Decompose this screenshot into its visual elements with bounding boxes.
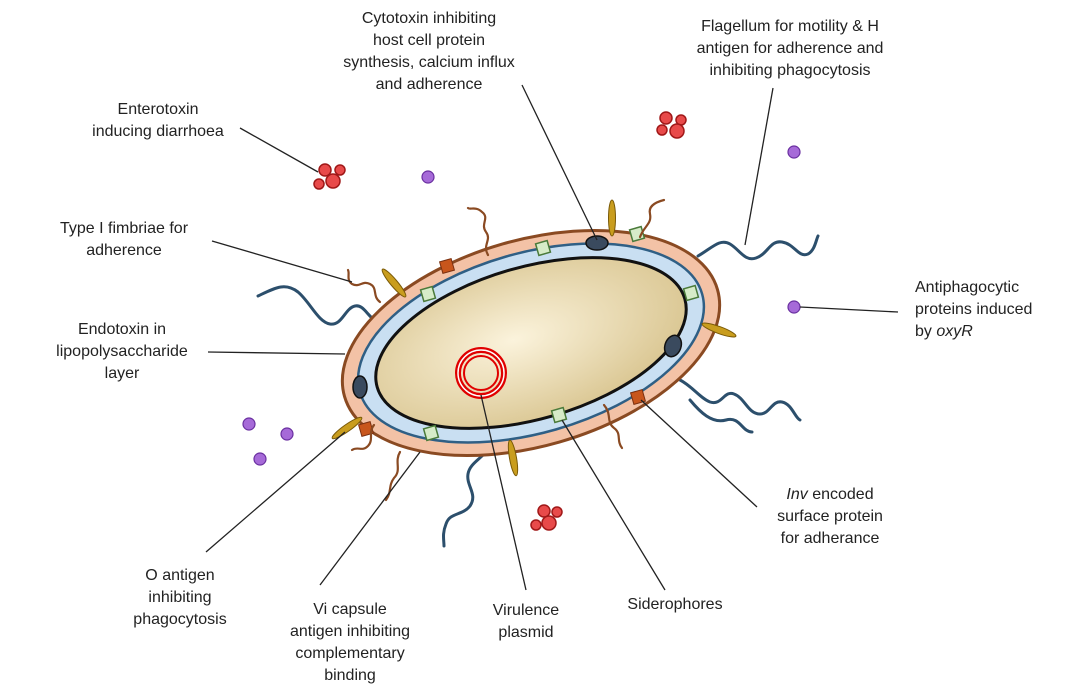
label-o-antigen: O antigen inhibiting phagocytosis [110,565,250,631]
leader-inv [641,400,757,507]
flagellum-bottom-right [690,400,752,432]
label-endotoxin: Endotoxin in lipopolysaccharide layer [38,319,206,385]
leader-siderophores [562,420,665,590]
label-type1-fimbriae: Type I fimbriae for adherence [36,218,212,262]
flagellum-bottom-left [444,446,491,546]
enterotoxin-cluster [531,505,562,530]
enterotoxin-cluster [314,164,345,189]
leader-fimbriae [212,241,352,282]
enterotoxin-cluster [657,112,686,138]
leader-vi-capsule [320,452,420,585]
label-vi-capsule: Vi capsule antigen inhibiting complement… [258,599,442,687]
label-antiphagocytic: Antiphagocytic proteins induced by oxyR [915,277,1065,343]
flagellum-right-lower [680,380,800,420]
label-flagellum: Flagellum for motility & H antigen for a… [672,16,908,82]
leader-cytotoxin [522,85,597,240]
leader-antiphagocytic [800,307,898,312]
flagellum-left [258,287,378,324]
label-cytotoxin: Cytotoxin inhibiting host cell protein s… [296,8,562,96]
label-inv-protein: Inv encoded surface protein for adheranc… [755,484,905,550]
label-siderophores: Siderophores [600,594,750,616]
leader-o-antigen [206,432,345,552]
label-enterotoxin: Enterotoxin inducing diarrhoea [58,99,258,143]
flagellum-top-right [698,236,818,259]
leader-flagellum [745,88,773,245]
label-virulence-plasmid: Virulence plasmid [466,600,586,644]
leader-endotoxin [208,352,345,354]
